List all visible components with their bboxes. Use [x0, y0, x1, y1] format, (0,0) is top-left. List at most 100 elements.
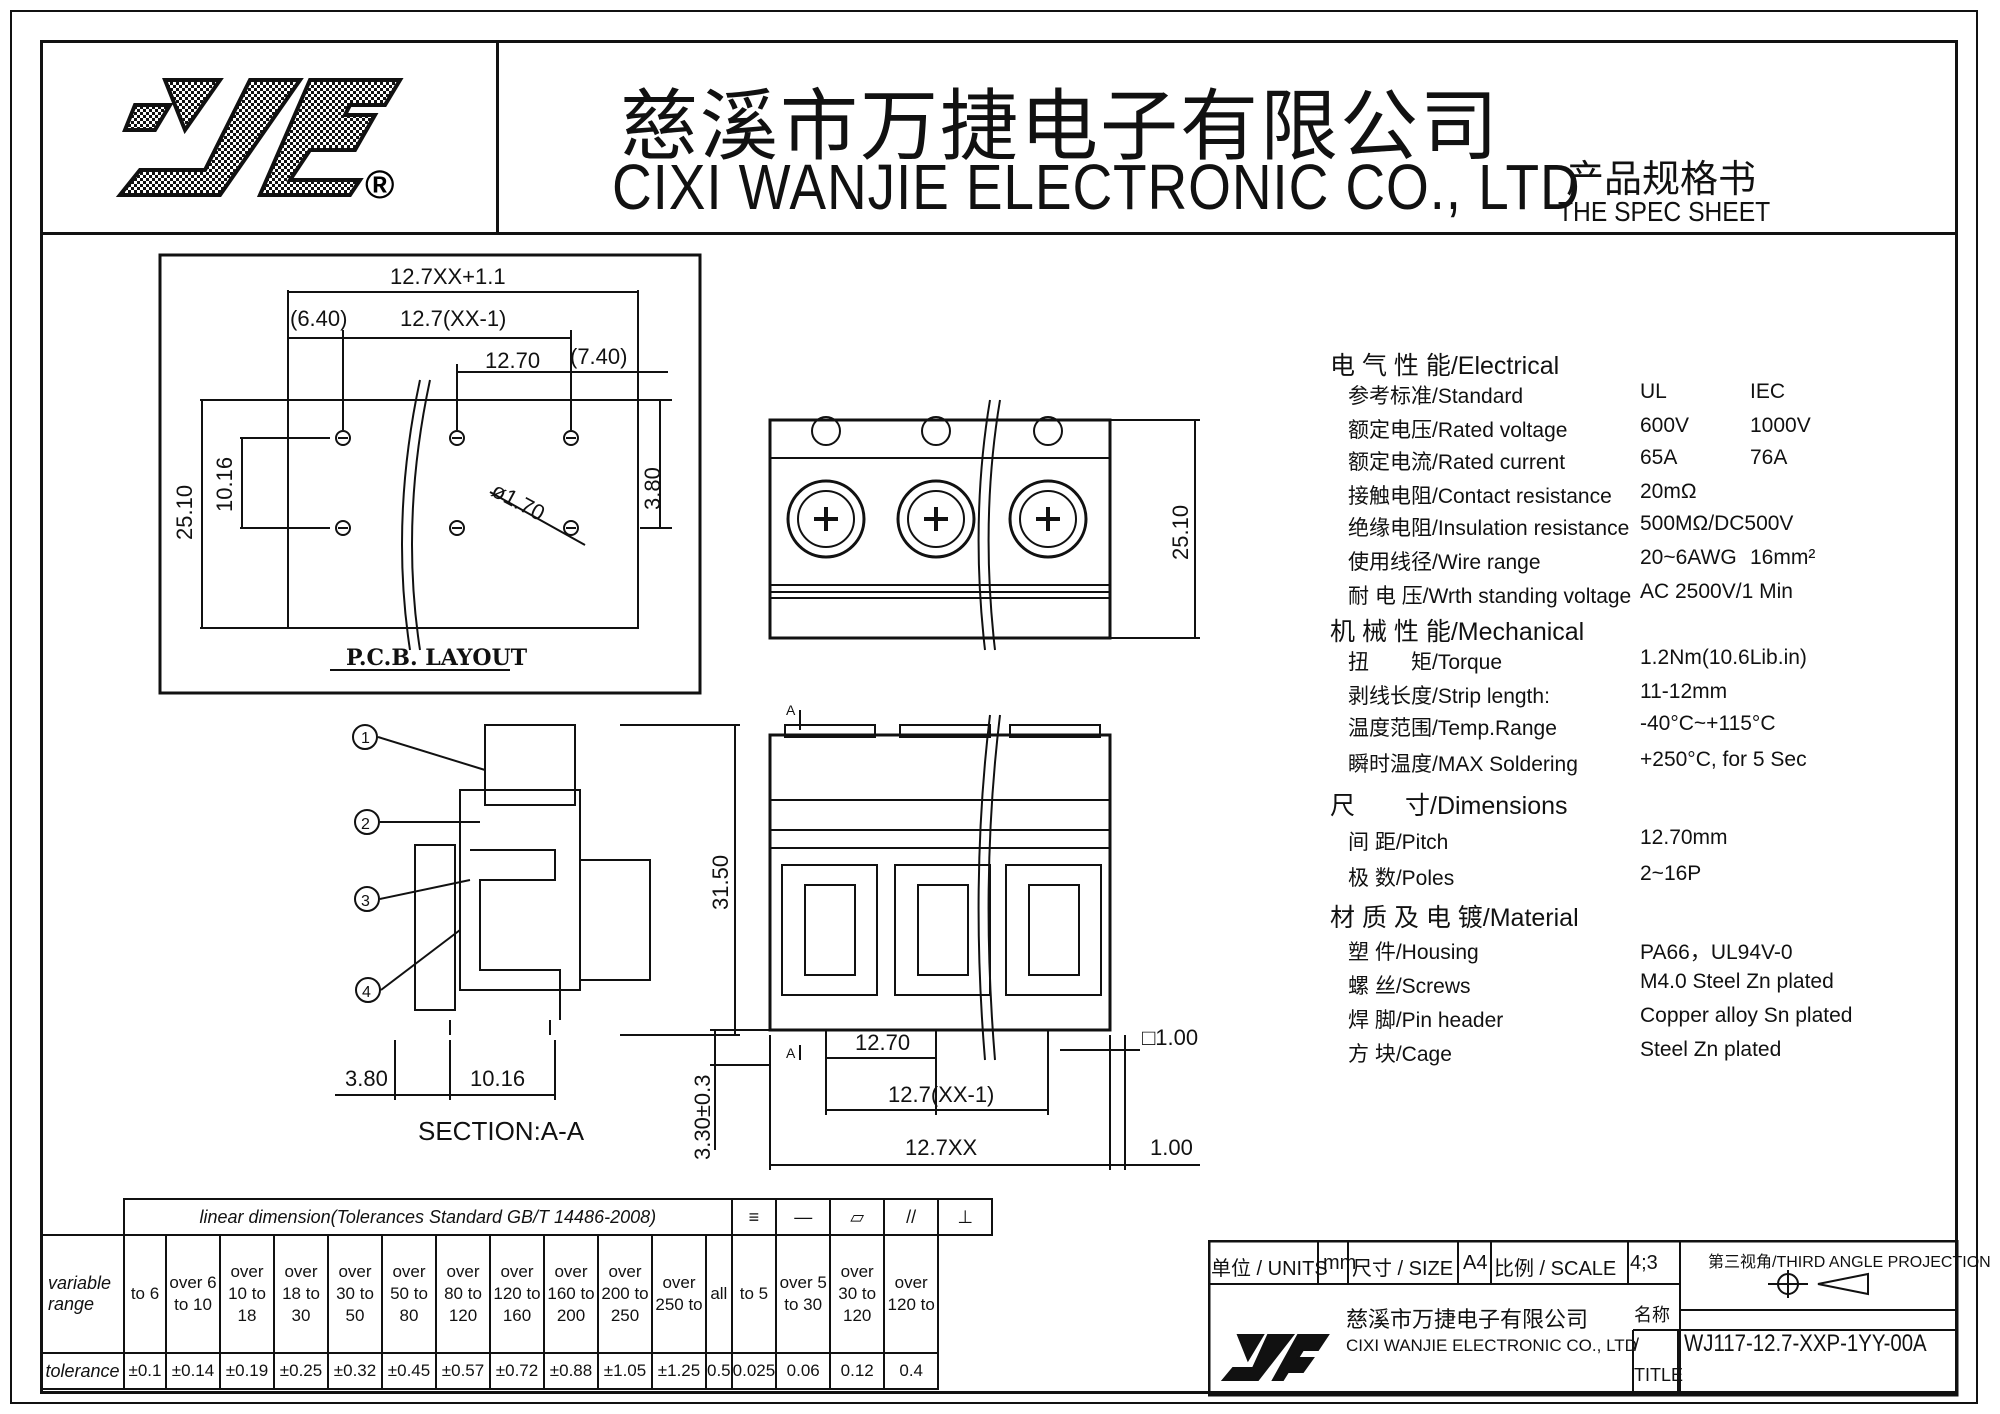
- geo-range-cell: to 5: [730, 1234, 778, 1354]
- straightness-icon: —: [775, 1198, 832, 1236]
- property-value: UL: [1640, 380, 1667, 403]
- company-name-en-small: CIXI WANJIE ELECTRONIC CO., LTD: [1346, 1336, 1637, 1355]
- svg-text:25.10: 25.10: [1168, 505, 1193, 560]
- range-cell: over 18 to 30: [273, 1234, 329, 1354]
- property-row: 方 块/Cage Steel Zn plated: [1330, 1038, 1781, 1068]
- pcb-layout-view: 12.7XX+1.1 (6.40) 12.7(XX-1) 12.70 (7.40…: [158, 253, 702, 695]
- property-value: 2~16P: [1640, 862, 1702, 885]
- property-label: 参考标准/Standard: [1348, 385, 1524, 408]
- tolerance-value: ±0.57: [435, 1352, 491, 1390]
- range-cell: to 6: [123, 1234, 167, 1354]
- svg-text:25.10: 25.10: [172, 485, 197, 540]
- property-value: Steel Zn plated: [1640, 1038, 1782, 1061]
- property-label: 接触电阻/Contact resistance: [1348, 485, 1612, 508]
- svg-text:12.7XX+1.1: 12.7XX+1.1: [390, 264, 506, 289]
- tolerance-value: ±0.72: [489, 1352, 545, 1390]
- company-name-cn-small: 慈溪市万捷电子有限公司: [1346, 1308, 1589, 1333]
- tolerance-value: ±1.25: [651, 1352, 707, 1390]
- property-label: 焊 脚/Pin header: [1348, 1009, 1504, 1032]
- property-label: 尺 寸/Dimensions: [1330, 792, 1568, 820]
- perpendicularity-icon: ⊥: [937, 1198, 994, 1236]
- property-value: 65A: [1640, 446, 1678, 469]
- svg-text:A: A: [786, 1045, 796, 1061]
- doc-type-cn: 产品规格书: [1566, 157, 1757, 201]
- front-view: A A 12.70 12.7(XX-1) 12.7XX □1.00 1.00 3…: [690, 702, 1200, 1170]
- range-cell: over 80 to 120: [435, 1234, 491, 1354]
- variable-range-label: variable range: [40, 1234, 125, 1354]
- tolerance-value: ±0.25: [273, 1352, 329, 1390]
- property-row: 焊 脚/Pin header Copper alloy Sn plated: [1330, 1004, 1852, 1034]
- range-cell: over 120 to 160: [489, 1234, 545, 1354]
- top-view: 25.10: [768, 399, 1200, 651]
- property-row: 额定电压/Rated voltage 600V 1000V: [1330, 414, 1811, 444]
- property-value: Copper alloy Sn plated: [1640, 1004, 1853, 1027]
- svg-text:3.80: 3.80: [345, 1066, 388, 1091]
- property-section: 材 质 及 电 镀/Material: [1330, 898, 1579, 934]
- property-value-2: 76A: [1750, 446, 1788, 469]
- property-label: 方 块/Cage: [1348, 1043, 1452, 1066]
- outer-border: [10, 10, 1978, 1404]
- property-value: 600V: [1640, 414, 1690, 437]
- geo-tolerance-value: 0.12: [829, 1352, 886, 1390]
- property-row: 参考标准/Standard UL IEC: [1330, 380, 1785, 410]
- svg-text:31.50: 31.50: [708, 855, 733, 910]
- doc-type-en: THE SPEC SHEET: [1558, 196, 1771, 227]
- property-value-2: IEC: [1750, 380, 1786, 403]
- svg-text:12.70: 12.70: [855, 1030, 910, 1055]
- svg-text:A: A: [786, 702, 796, 718]
- svg-text:3: 3: [361, 893, 370, 910]
- property-section: 电 气 性 能/Electrical: [1330, 346, 1559, 382]
- geo-range-cell: over 30 to 120: [829, 1234, 886, 1354]
- property-section: 机 械 性 能/Mechanical: [1330, 612, 1584, 648]
- logo-divider: [496, 40, 499, 234]
- svg-text:3.30±0.3: 3.30±0.3: [690, 1075, 715, 1160]
- range-cell: over 6 to 10: [165, 1234, 221, 1354]
- range-cell: over 200 to 250: [597, 1234, 653, 1354]
- property-value: 1.2Nm(10.6Lib.in): [1640, 646, 1807, 669]
- range-cell: over 160 to 200: [543, 1234, 599, 1354]
- svg-text:12.7(XX-1): 12.7(XX-1): [888, 1082, 994, 1107]
- company-name-cn: 慈溪市万捷电子有限公司: [620, 82, 1501, 172]
- svg-text:(6.40): (6.40): [290, 306, 347, 331]
- svg-text:12.7XX: 12.7XX: [905, 1135, 977, 1160]
- svg-text:(7.40): (7.40): [570, 344, 627, 369]
- property-label: 材 质 及 电 镀/Material: [1330, 904, 1579, 932]
- range-cell: over 30 to 50: [327, 1234, 383, 1354]
- property-value: 20mΩ: [1640, 480, 1697, 503]
- geo-range-cell: over 120 to: [883, 1234, 940, 1354]
- property-label: 额定电压/Rated voltage: [1348, 419, 1568, 442]
- svg-text:12.70: 12.70: [485, 348, 540, 373]
- section-view: 1 2 3 4 31.50 3.80 10.16 SECTION:A-A: [335, 724, 740, 1146]
- property-row: 扭 矩/Torque 1.2Nm(10.6Lib.in): [1330, 646, 1807, 676]
- geo-tolerance-value: 0.4: [883, 1352, 940, 1390]
- property-label: 机 械 性 能/Mechanical: [1330, 618, 1585, 646]
- svg-text:SECTION:A-A: SECTION:A-A: [418, 1116, 585, 1146]
- svg-text:P.C.B. LAYOUT: P.C.B. LAYOUT: [346, 645, 528, 671]
- property-row: 瞬时温度/MAX Soldering+250°C, for 5 Sec: [1330, 748, 1807, 778]
- property-value: -40°C~+115°C: [1640, 712, 1776, 735]
- tolerance-value: ±0.1: [123, 1352, 167, 1390]
- tolerance-value: ±0.45: [381, 1352, 437, 1390]
- svg-text:ø1.70: ø1.70: [488, 477, 549, 525]
- property-label: 额定电流/Rated current: [1348, 451, 1566, 474]
- geo-tolerance-value: 0.5: [705, 1352, 733, 1390]
- property-label: 扭 矩/Torque: [1348, 651, 1503, 674]
- tolerance-value: ±1.05: [597, 1352, 653, 1390]
- tolerance-table: linear dimension(Tolerances Standard GB/…: [40, 1198, 994, 1390]
- property-row: 接触电阻/Contact resistance 20mΩ: [1330, 480, 1697, 510]
- svg-text:®: ®: [365, 163, 394, 207]
- symmetry-icon: ≡: [730, 1198, 778, 1236]
- range-cell: over 250 to: [651, 1234, 707, 1354]
- scale-label: 比例 / SCALE: [1494, 1258, 1617, 1280]
- tolerance-value: ±0.88: [543, 1352, 599, 1390]
- property-value-2: 1000V: [1750, 414, 1811, 437]
- svg-text:12.7(XX-1): 12.7(XX-1): [400, 306, 506, 331]
- company-name-en: CIXI WANJIE ELECTRONIC CO., LTD: [612, 151, 1581, 223]
- property-value: +250°C, for 5 Sec: [1640, 748, 1807, 771]
- property-label: 螺 丝/Screws: [1348, 975, 1471, 998]
